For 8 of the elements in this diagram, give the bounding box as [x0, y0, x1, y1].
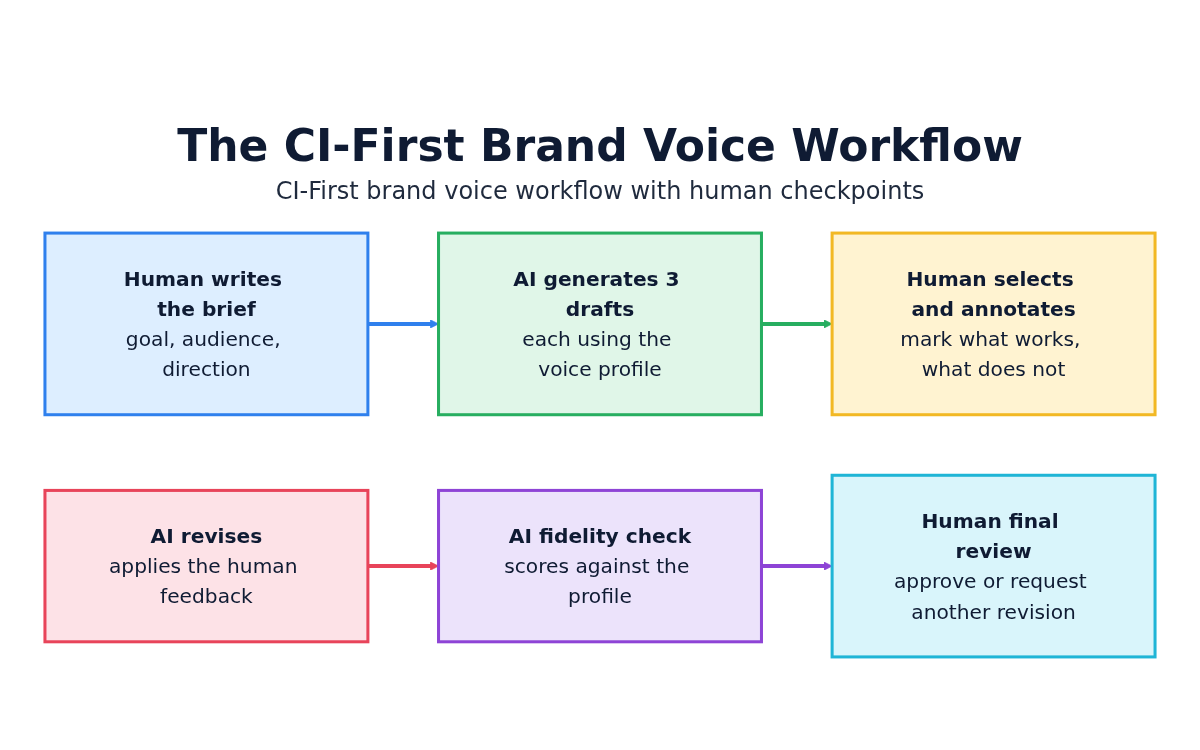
node-box: AI generates 3 drafts each using the voice profile [437, 231, 763, 417]
node-box: Human final review approve or request another revision [830, 473, 1157, 659]
node-box: AI revises applies the human feedback [43, 488, 370, 644]
node-box: Human selects and annotates mark what works, what does not [830, 231, 1157, 417]
title: The CI-First Brand Voice Workflow [177, 120, 1023, 171]
subtitle: CI-First brand voice workflow with human checkpoints [275, 177, 925, 205]
node-box: AI fidelity check scores against the profile [437, 488, 763, 644]
node-box: Human writes the brief goal, audience, direction [43, 231, 370, 417]
